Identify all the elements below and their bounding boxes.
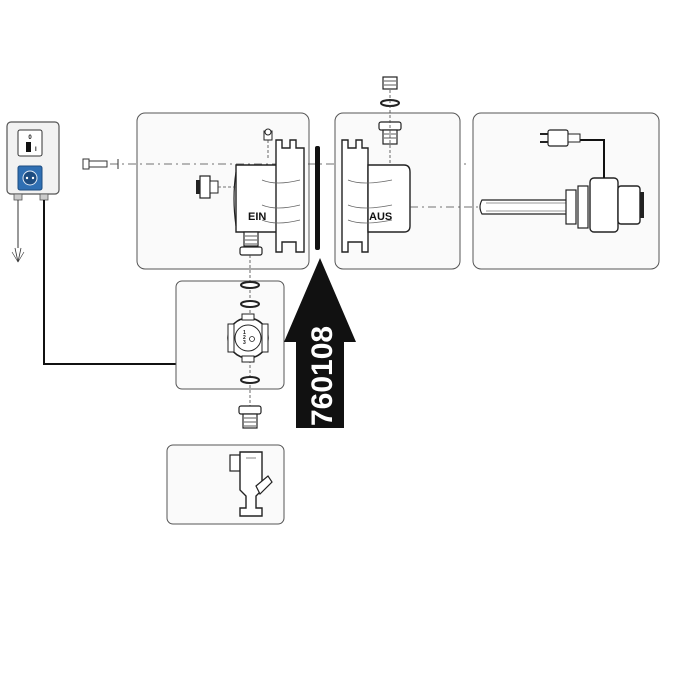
pump-outlet-coupling <box>238 405 262 429</box>
inlet-label: EIN <box>248 211 266 223</box>
outlet-label: AUS <box>369 211 392 223</box>
strainer-panel <box>166 444 285 525</box>
switch-off-label: 0 <box>28 135 32 141</box>
vent-screw-icon <box>264 128 272 136</box>
part-number: 760108 <box>306 326 339 426</box>
power-plug-icon <box>547 129 569 147</box>
switch-knob-icon <box>26 142 31 152</box>
gasket <box>315 146 320 250</box>
switch-on-label: I <box>35 147 37 153</box>
flow-direction-arrow: 760108 <box>284 258 356 428</box>
inlet-housing-panel: EIN <box>82 112 470 270</box>
control-box: 0 I <box>6 121 60 263</box>
outlet-housing-panel: AUS <box>334 76 491 270</box>
heater-panel <box>410 112 660 270</box>
